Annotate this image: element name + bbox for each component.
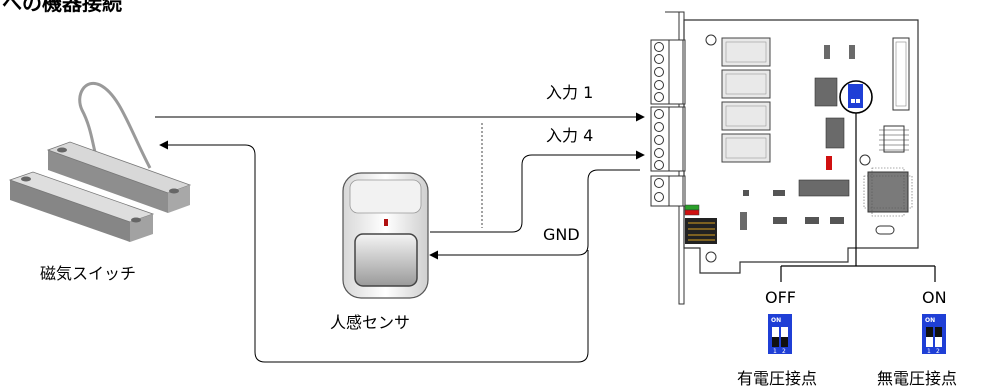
svg-text:1: 1	[773, 348, 777, 355]
switch-cable	[78, 81, 152, 169]
wire-input4	[430, 150, 645, 233]
qfp-chip	[863, 167, 913, 217]
dip-off-label: OFF	[765, 288, 796, 307]
svg-text:2: 2	[936, 348, 940, 355]
voltage-contact-label: 有電圧接点	[737, 369, 817, 388]
dip-on-label: ON	[922, 288, 947, 307]
wire-gnd-sensor	[429, 169, 640, 260]
label-input4: 入力 4	[546, 126, 593, 145]
heading: への機器接続	[2, 0, 122, 15]
sensor-led	[384, 219, 388, 226]
relays	[721, 37, 771, 163]
terminal-block-1	[650, 39, 686, 105]
svg-text:1: 1	[927, 348, 931, 355]
magnetic-switch-label: 磁気スイッチ	[40, 264, 136, 283]
dry-contact-label: 無電圧接点	[877, 369, 957, 388]
pcb	[683, 19, 919, 274]
label-input1: 入力 1	[546, 83, 593, 102]
switch-sensor-bar	[8, 171, 155, 242]
board-dip-switch	[848, 84, 863, 108]
motion-sensor-label: 人感センサ	[330, 313, 410, 332]
terminal-block-3	[650, 175, 686, 207]
dip-switch-on-icon: ON 1 2	[922, 314, 946, 355]
io-board	[650, 11, 919, 305]
magnetic-switch: 磁気スイッチ	[8, 81, 192, 283]
wires	[155, 112, 645, 363]
motion-sensor: 人感センサ	[330, 172, 429, 332]
board-led-red	[826, 156, 832, 170]
switch-magnet-bar	[46, 141, 192, 213]
dip-off-setting: OFF ON 1 2 有電圧接点	[737, 288, 817, 388]
terminal-block-2	[650, 106, 686, 172]
dip-switch-off-icon: ON 1 2	[768, 314, 792, 355]
svg-text:2: 2	[782, 348, 786, 355]
sensor-lens	[354, 233, 418, 287]
label-gnd: GND	[543, 225, 580, 244]
wire-gnd-switch	[159, 140, 589, 363]
small-ic	[879, 125, 909, 153]
dip-callout-lines	[780, 113, 936, 282]
svg-text:ON: ON	[925, 317, 935, 324]
dip-on-setting: ON ON 1 2 無電圧接点	[877, 288, 957, 388]
svg-text:ON: ON	[771, 317, 781, 324]
